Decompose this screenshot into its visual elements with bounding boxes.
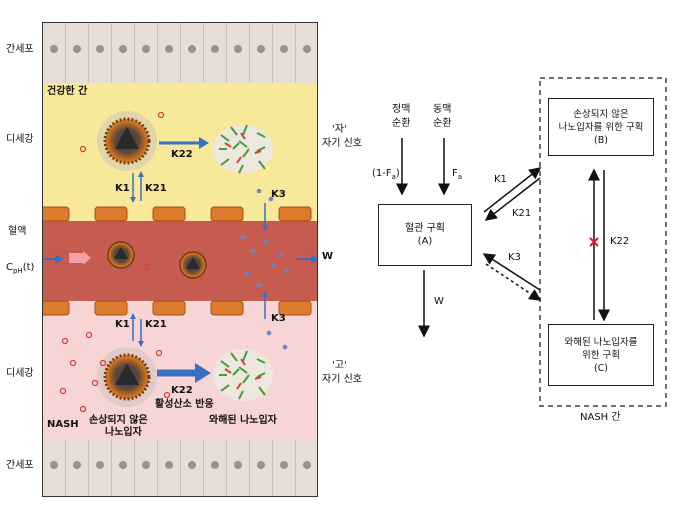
degraded-box-line2: 위한 구획 bbox=[582, 349, 620, 361]
intact-np-label-2: 나노입자 bbox=[105, 427, 142, 438]
one-minus-fa-close: ) bbox=[395, 168, 400, 179]
arterial-label-1: 동맥 bbox=[433, 104, 452, 115]
intact-np-label-1: 손상되지 않은 bbox=[89, 415, 148, 426]
nanoparticle-intact-top bbox=[97, 111, 157, 171]
a-to-c-dashed-arrow bbox=[485, 263, 542, 301]
fa-sub: a bbox=[457, 173, 463, 181]
k1-label: K1 bbox=[494, 174, 507, 185]
input-concentration-label: CpH(t) bbox=[6, 262, 34, 277]
vascular-box-id: (A) bbox=[417, 236, 433, 247]
k21-bottom-label: K21 bbox=[145, 319, 167, 330]
input-c: C bbox=[6, 262, 13, 273]
nanoparticle-intact-bottom bbox=[97, 347, 157, 407]
disse-top-label: 디세강 bbox=[6, 134, 34, 145]
nanoparticle-blood-2 bbox=[179, 251, 207, 279]
nanoparticle-degraded-top bbox=[213, 124, 273, 174]
ros-reaction-label: 활성산소 반응 bbox=[155, 399, 214, 410]
blood-label: 혈액 bbox=[8, 226, 27, 237]
cross-mark-icon bbox=[589, 237, 599, 247]
intact-box-id: (B) bbox=[594, 134, 608, 146]
signal-dots bbox=[240, 188, 290, 350]
portal-label-1: 정맥 bbox=[392, 104, 411, 115]
k21-label: K21 bbox=[512, 208, 532, 219]
intact-box-line1: 손상되지 않은 bbox=[573, 108, 629, 120]
k3-arrow bbox=[482, 253, 541, 291]
arterial-label-2: 순환 bbox=[433, 118, 452, 129]
rbc-row-bottom bbox=[43, 300, 312, 316]
disse-bottom-label: 디세강 bbox=[6, 368, 34, 379]
input-sub: pH bbox=[12, 267, 23, 275]
k22-top-label: K22 bbox=[171, 149, 193, 160]
k21-arrow bbox=[484, 177, 541, 221]
w-label: W bbox=[434, 296, 444, 307]
degraded-box-id: (C) bbox=[593, 362, 609, 374]
self-signal-top-quote: '자' bbox=[332, 124, 347, 135]
k1-arrow bbox=[483, 167, 542, 213]
fa-text: F bbox=[452, 168, 458, 179]
input-suffix: (t) bbox=[22, 262, 35, 273]
degraded-np-compartment-box: 와해된 나노입자를 위한 구획 (C) bbox=[548, 324, 654, 386]
sinusoid-svg bbox=[43, 23, 317, 496]
k3-label: K3 bbox=[508, 252, 521, 263]
one-minus-fa-sub: a bbox=[391, 173, 396, 181]
fa-label: Fa bbox=[452, 168, 462, 183]
hepatocyte-bottom-label: 간세포 bbox=[6, 460, 34, 471]
nash-label: NASH bbox=[47, 419, 79, 430]
hepatocyte-layer-bottom bbox=[43, 439, 317, 496]
healthy-liver-label: 건강한 간 bbox=[47, 86, 88, 97]
k1-bottom-label: K1 bbox=[115, 319, 130, 330]
rbc-row-top bbox=[43, 206, 312, 222]
ros-dots bbox=[59, 111, 171, 413]
vascular-compartment-box: 혈관 구획 (A) bbox=[378, 204, 472, 266]
self-signal-bottom-quote: '고' bbox=[332, 360, 347, 371]
one-minus-fa-label: (1-Fa) bbox=[372, 168, 400, 183]
nash-liver-label: NASH 간 bbox=[580, 412, 621, 423]
one-minus-fa-text: (1-F bbox=[372, 168, 392, 179]
self-signal-top-label: 자기 신호 bbox=[322, 138, 362, 149]
k22-label: K22 bbox=[610, 236, 630, 247]
vascular-box-title: 혈관 구획 bbox=[405, 223, 445, 234]
input-bolus bbox=[69, 251, 91, 265]
degraded-box-line1: 와해된 나노입자를 bbox=[564, 336, 638, 348]
self-signal-bottom-label: 자기 신호 bbox=[322, 374, 362, 385]
degraded-np-label: 와해된 나노입자 bbox=[209, 415, 277, 426]
flow-arrows bbox=[43, 137, 317, 383]
k3-bottom-label: K3 bbox=[271, 313, 286, 324]
k21-top-label: K21 bbox=[145, 183, 167, 194]
nash-liver-boundary bbox=[539, 77, 667, 407]
k1-top-label: K1 bbox=[115, 183, 130, 194]
k22-bottom-label: K22 bbox=[171, 385, 193, 396]
hepatocyte-layer-top bbox=[43, 23, 317, 83]
k3-top-label: K3 bbox=[271, 189, 286, 200]
w-left-label: W bbox=[322, 251, 334, 262]
intact-box-line2: 나노입자를 위한 구획 bbox=[558, 121, 644, 133]
nanoparticle-degraded-bottom bbox=[213, 349, 273, 401]
sinusoid-illustration: 건강한 간 K22 K1 K21 K3 K1 K21 K3 K22 활성산소 반… bbox=[42, 22, 318, 497]
nanoparticle-blood-1 bbox=[107, 241, 135, 269]
portal-label-2: 순환 bbox=[392, 118, 411, 129]
intact-np-compartment-box: 손상되지 않은 나노입자를 위한 구획 (B) bbox=[548, 98, 654, 156]
hepatocyte-top-label: 간세포 bbox=[6, 44, 34, 55]
